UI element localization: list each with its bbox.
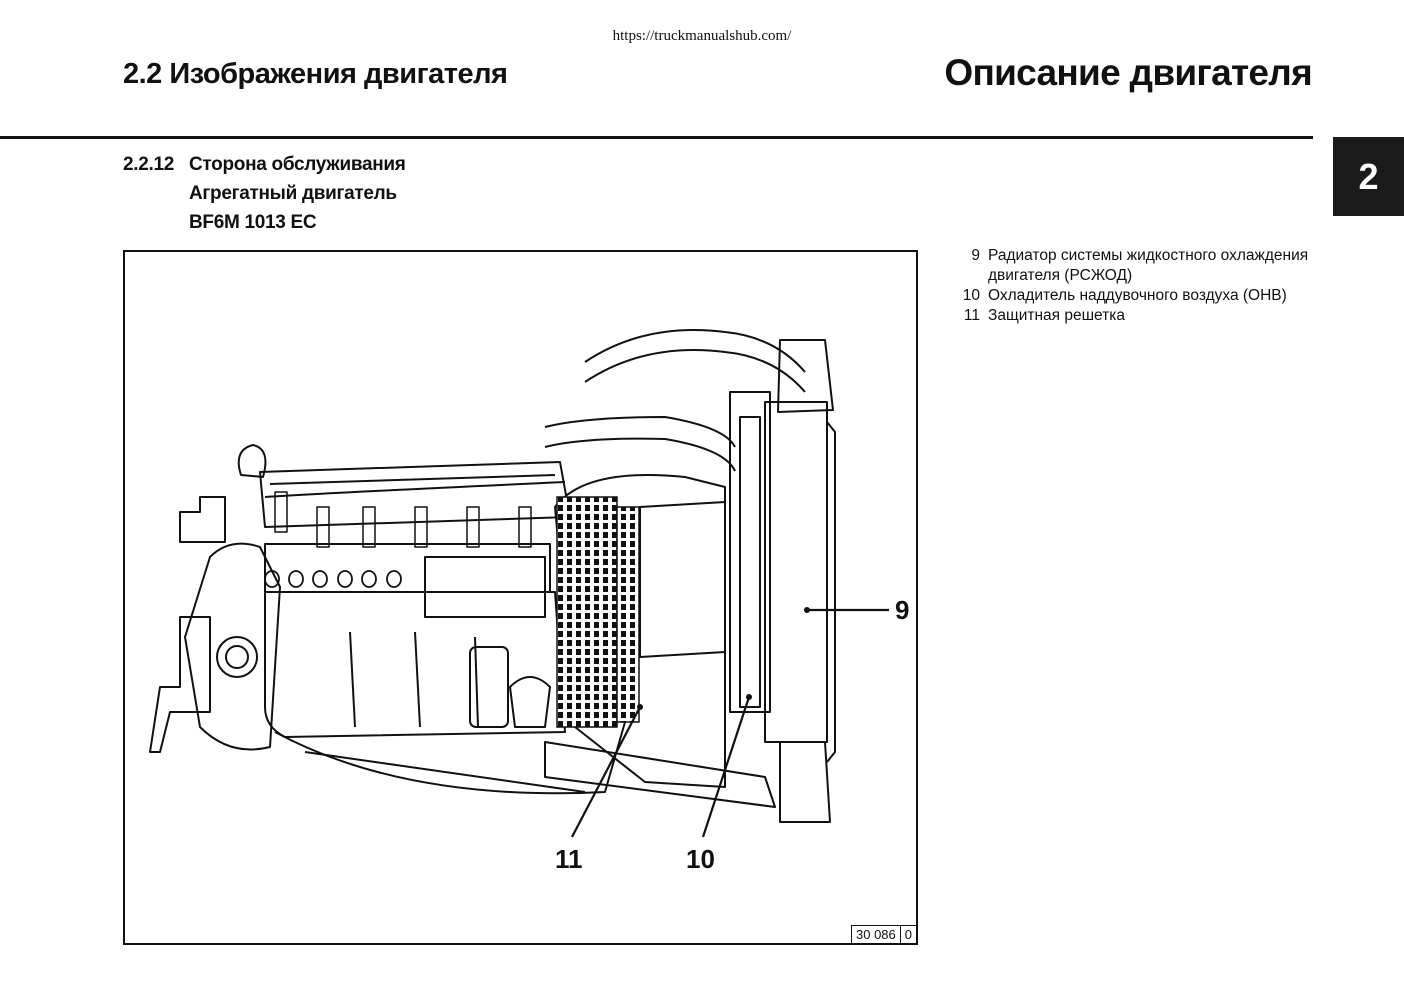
section-title: 2.2 Изображения двигателя — [123, 58, 508, 90]
callout-9: 9 — [895, 595, 910, 625]
callout-11: 11 — [555, 844, 583, 874]
chapter-tab: 2 — [1333, 137, 1404, 216]
legend-item-text: Охладитель наддувочного воздуха (ОНВ) — [988, 287, 1287, 304]
legend-item: 9 Радиатор системы жидкостного охлаждени… — [946, 246, 1316, 286]
figure-code-revision: 0 — [899, 926, 916, 943]
legend-item-number: 11 — [963, 307, 980, 324]
figure-legend: 9 Радиатор системы жидкостного охлаждени… — [946, 246, 1316, 326]
legend-item-text: Защитная решетка — [988, 307, 1125, 324]
subsection-line-2: Агрегатный двигатель — [189, 183, 397, 204]
protective-grille-drawing — [556, 496, 640, 728]
callout-10: 10 — [686, 844, 715, 874]
figure-code-number: 30 086 — [856, 927, 896, 942]
legend-item: 10 Охладитель наддувочного воздуха (ОНВ) — [946, 286, 1316, 306]
engine-block-drawing — [149, 329, 836, 823]
legend-item: 11 Защитная решетка — [946, 306, 1316, 326]
figure-code: 30 086 0 — [851, 925, 917, 944]
engine-figure: 9 10 11 30 086 0 — [123, 250, 918, 945]
legend-item-number: 10 — [962, 287, 980, 304]
source-url[interactable]: https://truckmanualshub.com/ — [612, 28, 792, 44]
legend-item-number: 9 — [971, 247, 980, 264]
callout-leaders — [571, 608, 889, 838]
engine-illustration — [149, 329, 889, 838]
subsection-number: 2.2.12 — [123, 154, 175, 175]
legend-item-text: Радиатор системы жидкостного охлаждения … — [988, 247, 1309, 284]
chapter-title: Описание двигателя — [944, 52, 1312, 93]
subsection-line-1: Сторона обслуживания — [189, 154, 406, 175]
subsection-line-3: BF6M 1013 EC — [189, 212, 317, 233]
header-divider — [0, 136, 1313, 139]
subsection-heading: 2.2.12 Сторона обслуживания Агрегатный дв… — [123, 150, 406, 237]
